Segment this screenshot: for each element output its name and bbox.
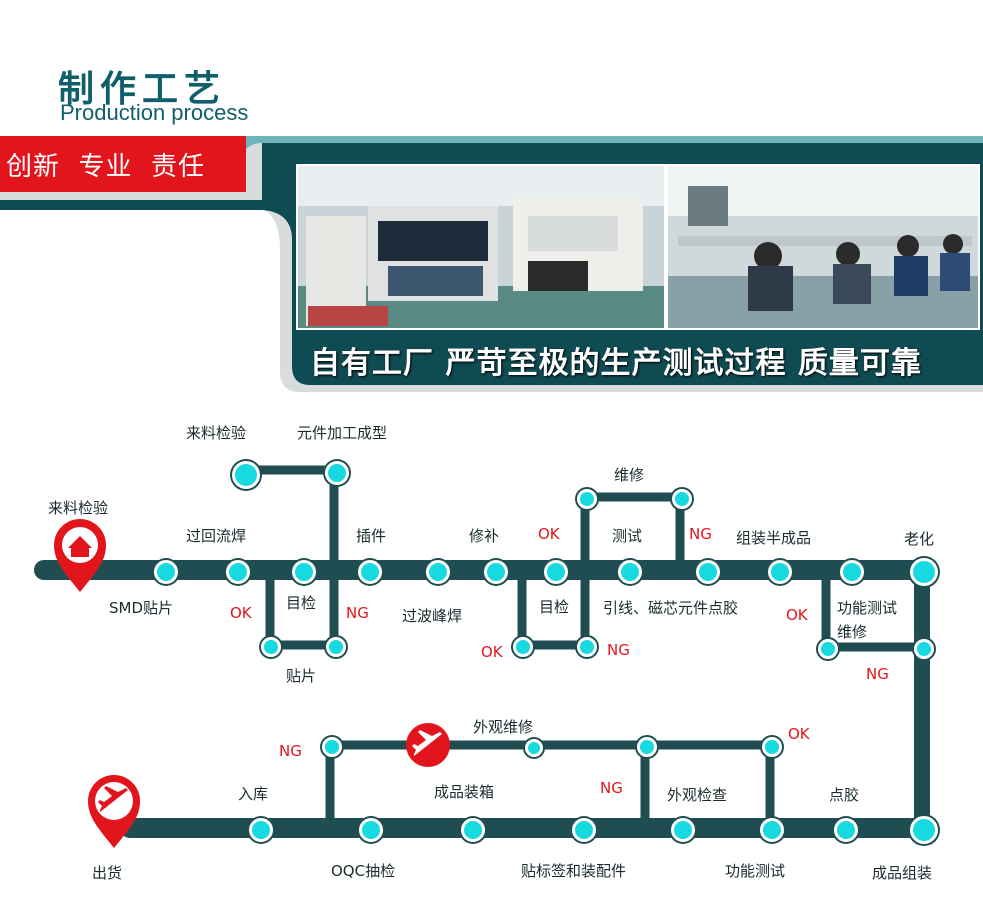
label-semi: 组装半成品 — [736, 527, 811, 548]
label-incoming-check: 来料检验 — [186, 422, 246, 443]
label-aging: 老化 — [904, 528, 934, 549]
label-test: 测试 — [612, 525, 642, 546]
label-reflow: 过回流焊 — [186, 525, 246, 546]
label-func-test-repair: 功能测试 维修 — [837, 596, 897, 644]
label-product-assembly: 成品组装 — [872, 862, 932, 883]
label-insert: 插件 — [356, 525, 386, 546]
label-start: 来料检验 — [48, 497, 108, 518]
label-labeling: 贴标签和装配件 — [521, 860, 626, 881]
label-visual2: 目检 — [539, 596, 569, 617]
status-ok: OK — [538, 525, 560, 543]
label-ship: 出货 — [92, 862, 122, 883]
status-ok: OK — [788, 725, 810, 743]
label-smd: SMD贴片 — [109, 597, 173, 618]
status-ng: NG — [279, 742, 302, 760]
label-visual1: 目检 — [286, 592, 316, 613]
status-ng: NG — [866, 665, 889, 683]
status-ng: NG — [346, 604, 369, 622]
label-glue: 点胶 — [829, 784, 859, 805]
label-func-test: 功能测试 — [725, 860, 785, 881]
label-appearance-repair: 外观维修 — [473, 716, 533, 737]
airplane-circle-icon — [406, 723, 450, 767]
label-lead: 引线、磁芯元件点胶 — [603, 597, 738, 618]
label-place: 贴片 — [286, 665, 316, 686]
status-ng: NG — [689, 525, 712, 543]
label-storage: 入库 — [238, 783, 268, 804]
status-ng: NG — [600, 779, 623, 797]
label-oqc: OQC抽检 — [331, 860, 395, 881]
label-packing: 成品装箱 — [434, 781, 494, 802]
status-ok: OK — [786, 606, 808, 624]
status-ok: OK — [230, 604, 252, 622]
status-ng: NG — [607, 641, 630, 659]
label-wave: 过波峰焊 — [402, 605, 462, 626]
label-component-forming: 元件加工成型 — [297, 422, 387, 443]
status-ok: OK — [481, 643, 503, 661]
home-pin-icon — [54, 519, 106, 592]
label-appearance-check: 外观检查 — [667, 784, 727, 805]
label-maintain: 维修 — [614, 464, 644, 485]
airplane-pin-icon — [88, 775, 140, 848]
label-repair: 修补 — [469, 525, 499, 546]
